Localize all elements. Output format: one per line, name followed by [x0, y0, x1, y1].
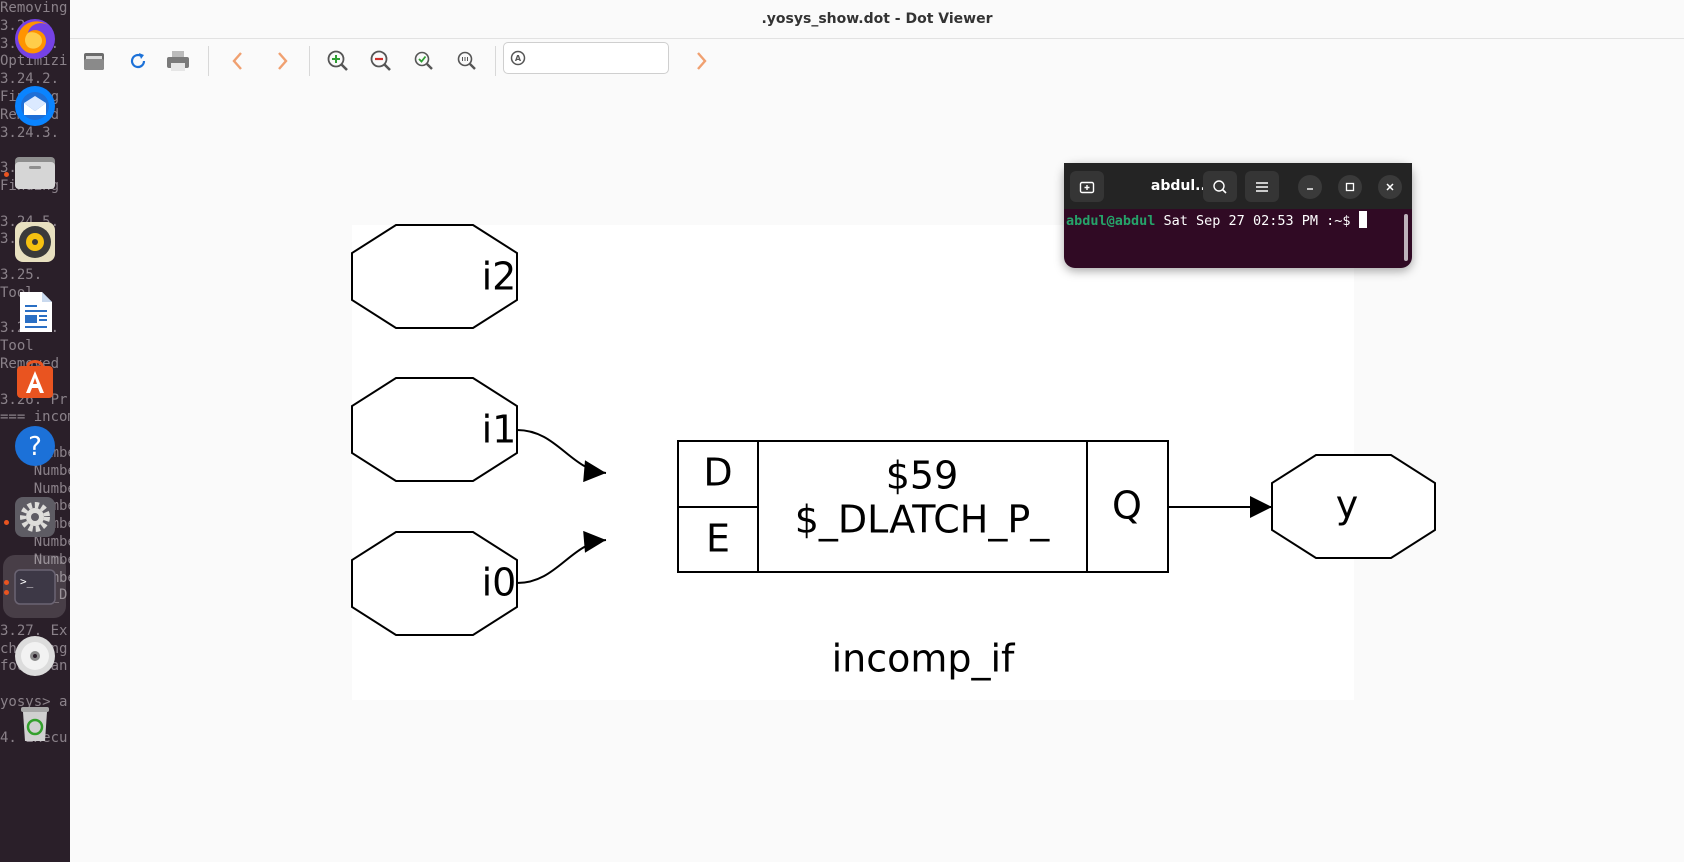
help-icon[interactable]: ? — [11, 422, 58, 469]
search-input[interactable] — [532, 47, 666, 71]
node-label: y — [1336, 483, 1359, 527]
input-node-i2[interactable]: i2 — [351, 224, 518, 329]
thunderbird-icon[interactable] — [11, 82, 58, 129]
node-label: i0 — [482, 561, 517, 605]
zoom-100-button[interactable] — [452, 46, 482, 76]
title-bar[interactable]: .yosys_show.dot - Dot Viewer — [70, 0, 1684, 39]
close-icon — [1386, 183, 1394, 191]
new-tab-icon — [1079, 181, 1095, 193]
toolbar: A — [70, 38, 1684, 84]
new-tab-button[interactable] — [1070, 171, 1104, 202]
input-node-i1[interactable]: i1 — [351, 377, 518, 482]
window-title: .yosys_show.dot - Dot Viewer — [761, 11, 993, 27]
app-center-icon[interactable] — [11, 355, 58, 402]
prompt-text: Sat Sep 27 02:53 PM :~$ — [1155, 213, 1359, 229]
output-node-y[interactable]: y — [1271, 454, 1436, 559]
folder-open-icon — [84, 53, 104, 70]
forward-button[interactable] — [267, 46, 297, 76]
input-node-i0[interactable]: i0 — [351, 531, 518, 636]
running-indicator — [4, 172, 9, 177]
chevron-left-icon — [232, 52, 242, 70]
background-terminal-text: Removing 3.24. 3.24.1. Optimizi 3.24.2. … — [0, 0, 76, 746]
running-indicator — [4, 590, 9, 595]
search-icon: A — [510, 50, 526, 66]
zoom-fit-icon — [414, 51, 433, 70]
dock: Removing 3.24. 3.24.1. Optimizi 3.24.2. … — [0, 0, 76, 862]
terminal-icon[interactable]: >_ — [11, 563, 58, 610]
text-cursor — [1358, 211, 1367, 228]
maximize-button[interactable] — [1338, 175, 1362, 199]
reload-button[interactable] — [123, 46, 153, 76]
terminal-search-button[interactable] — [1203, 171, 1237, 202]
zoom-fit-button[interactable] — [409, 46, 439, 76]
firefox-icon[interactable] — [11, 14, 58, 61]
zoom-out-icon — [370, 50, 391, 71]
port-q-label: Q — [1112, 484, 1142, 528]
terminal-title: abdul... — [1150, 178, 1212, 194]
open-button[interactable] — [79, 46, 109, 76]
minimize-button[interactable] — [1298, 175, 1322, 199]
port-d-label: D — [703, 451, 732, 495]
files-icon[interactable] — [11, 148, 58, 195]
minimize-icon — [1307, 188, 1313, 190]
svg-text:A: A — [515, 54, 522, 63]
running-indicator — [4, 580, 9, 585]
printer-icon — [167, 51, 189, 71]
settings-icon[interactable] — [11, 493, 58, 540]
terminal-window[interactable]: abdul... — [1064, 163, 1412, 268]
search-icon — [1213, 179, 1227, 194]
disc-icon[interactable] — [11, 632, 58, 679]
search-field[interactable]: A — [503, 42, 669, 74]
maximize-icon — [1345, 182, 1355, 192]
print-button[interactable] — [163, 46, 193, 76]
terminal-menu-button[interactable] — [1245, 171, 1279, 202]
edge-i1-d — [516, 429, 607, 483]
edge-i0-e — [516, 530, 607, 584]
module-label: incomp_if — [832, 637, 1016, 681]
cell-type-label: $_DLATCH_P_ — [795, 498, 1051, 542]
toolbar-separator — [309, 46, 310, 76]
chevron-right-icon — [278, 52, 288, 70]
find-next-button[interactable] — [686, 46, 716, 76]
running-indicator — [4, 520, 9, 525]
zoom-in-button[interactable] — [323, 46, 353, 76]
close-button[interactable] — [1378, 175, 1402, 199]
terminal-output[interactable]: abdul@abdul Sat Sep 27 02:53 PM :~$ — [1066, 211, 1396, 261]
netlist-graph: i2 i1 i0 D E — [351, 224, 1436, 681]
svg-text:>_: >_ — [20, 575, 34, 588]
toolbar-separator — [208, 46, 209, 76]
zoom-in-icon — [327, 50, 348, 71]
hamburger-menu-icon — [1256, 181, 1268, 192]
back-button[interactable] — [223, 46, 253, 76]
port-e-label: E — [706, 517, 730, 561]
graph-canvas[interactable]: i2 i1 i0 D E — [351, 224, 1436, 700]
terminal-header[interactable]: abdul... — [1064, 163, 1412, 209]
latch-cell[interactable]: D E $59 $_DLATCH_P_ Q — [677, 440, 1169, 573]
toolbar-separator — [495, 46, 496, 76]
node-label: i1 — [482, 408, 517, 452]
zoom-out-button[interactable] — [366, 46, 396, 76]
writer-icon[interactable] — [11, 288, 58, 335]
chevron-right-icon — [697, 52, 707, 70]
rhythmbox-icon[interactable] — [11, 218, 58, 265]
svg-text:?: ? — [28, 432, 42, 462]
dot-viewer-window: .yosys_show.dot - Dot Viewer — [70, 0, 1684, 862]
cell-id-label: $59 — [886, 454, 959, 498]
terminal-scrollbar[interactable] — [1404, 214, 1408, 261]
refresh-icon — [130, 53, 146, 69]
trash-icon[interactable] — [11, 698, 58, 745]
node-label: i2 — [482, 255, 517, 299]
zoom-original-icon — [457, 51, 476, 70]
prompt-user-host: abdul@abdul — [1066, 213, 1156, 229]
